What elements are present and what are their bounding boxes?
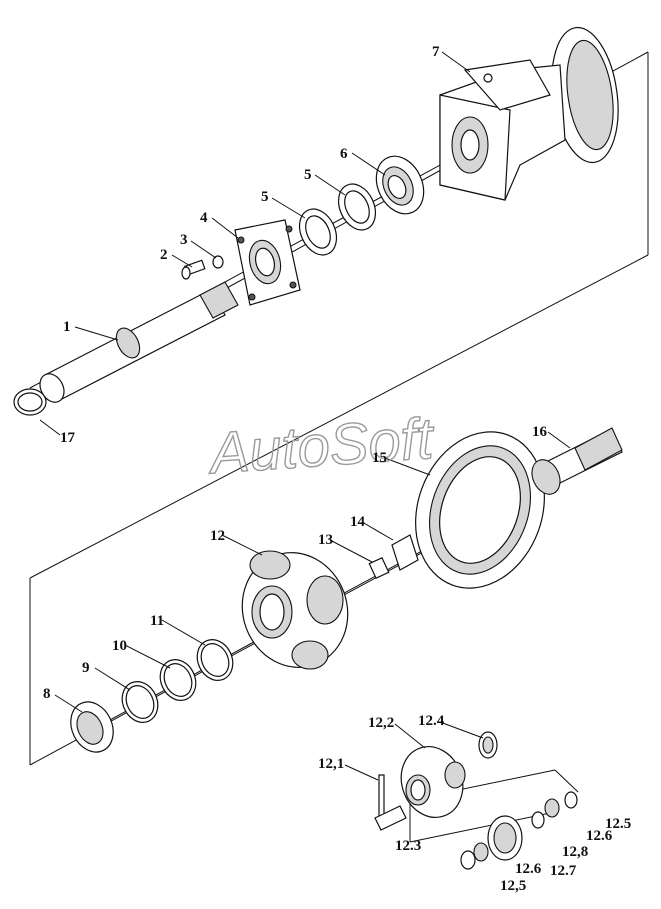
part-5-rings (298, 183, 377, 256)
label-11: 11 (150, 613, 164, 629)
label-10: 10 (112, 638, 127, 654)
label-8: 8 (43, 686, 51, 702)
label-12-5b: 12,5 (500, 878, 526, 894)
label-12-3: 12.3 (395, 838, 421, 854)
label-12-7: 12.7 (550, 863, 577, 879)
label-4: 4 (200, 210, 208, 226)
part-1-shaft (39, 281, 239, 403)
part-7-housing (439, 26, 619, 201)
part-labels: 1 2 3 4 5 5 6 7 8 9 10 11 12 13 14 15 16… (43, 44, 631, 894)
label-12-2: 12,2 (368, 715, 394, 731)
part-9-ring (121, 681, 159, 723)
sub-12-1-pin (374, 774, 407, 831)
label-17: 17 (60, 430, 76, 446)
part-8-cover (70, 701, 114, 753)
part-17-snap-ring (13, 388, 47, 416)
label-12-8: 12,8 (562, 844, 588, 860)
part-2-bolt (181, 259, 206, 280)
label-12-4: 12.4 (418, 713, 445, 729)
part-11-ring (196, 639, 234, 681)
part-12-planet-carrier (241, 550, 349, 670)
label-12: 12 (210, 528, 225, 544)
part-6-bearing (375, 155, 425, 215)
sub-12-detail (400, 746, 466, 818)
watermark-text: AutoSoft (205, 406, 437, 487)
sub-12-7-gear (487, 815, 523, 861)
part-13-pin (368, 556, 390, 580)
label-2: 2 (160, 247, 168, 263)
label-9: 9 (82, 660, 90, 676)
label-5b: 5 (304, 167, 312, 183)
sub-12-washers (460, 791, 578, 870)
label-12-6b: 12.6 (515, 861, 542, 877)
label-5a: 5 (261, 189, 269, 205)
part-10-ring (159, 659, 197, 701)
part-4-flange (234, 219, 301, 306)
part-16-splined-shaft (531, 427, 623, 495)
label-7: 7 (432, 44, 440, 60)
part-14-lock-plate (391, 534, 419, 571)
label-12-6a: 12.6 (586, 828, 613, 844)
label-14: 14 (350, 514, 366, 530)
label-6: 6 (340, 146, 348, 162)
label-16: 16 (532, 424, 548, 440)
label-1: 1 (63, 319, 71, 335)
part-3-washer (212, 255, 224, 269)
label-13: 13 (318, 532, 333, 548)
leader-lines (39, 51, 571, 781)
label-12-5a: 12.5 (605, 816, 631, 832)
label-3: 3 (180, 232, 188, 248)
label-12-1: 12,1 (318, 756, 344, 772)
sub-12-4-gear (478, 731, 498, 759)
label-15: 15 (372, 450, 387, 466)
part-15-ring-gear (415, 431, 545, 589)
